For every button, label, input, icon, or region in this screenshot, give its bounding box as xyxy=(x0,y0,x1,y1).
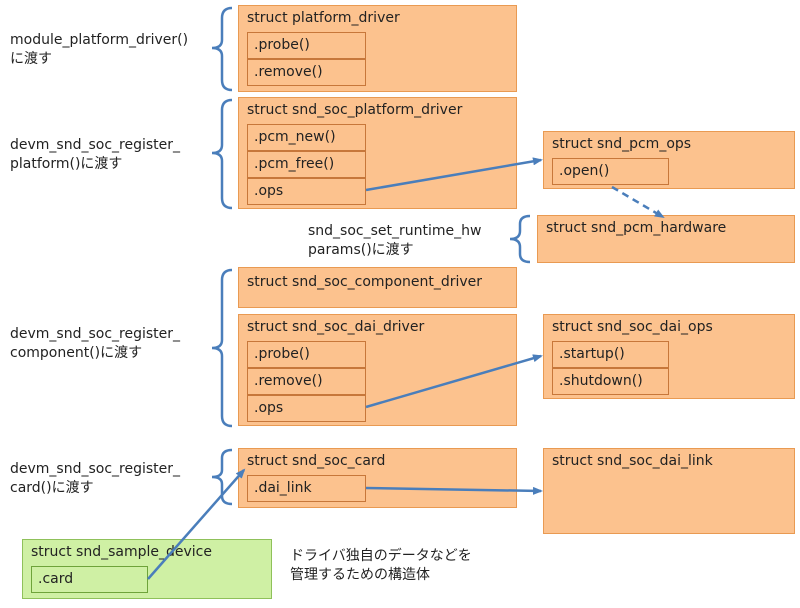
arrow-dai-ops-link xyxy=(365,354,543,409)
dai-link-box: struct snd_soc_dai_link xyxy=(543,448,795,534)
arrow-card-link xyxy=(147,468,246,580)
soc-card-box: struct snd_soc_card .dai_link xyxy=(238,448,517,508)
box-title: struct snd_soc_dai_driver xyxy=(247,319,425,335)
field-remove: .remove() xyxy=(247,59,366,86)
arrow-dai-link-link xyxy=(365,486,543,495)
bracket-runtime-hw xyxy=(509,214,531,264)
box-title: struct snd_pcm_ops xyxy=(552,136,692,152)
bracket-platform-driver xyxy=(211,6,233,92)
field-probe: .probe() xyxy=(247,32,366,59)
box-title: struct snd_soc_dai_link xyxy=(552,453,713,469)
box-title: struct snd_soc_component_driver xyxy=(247,274,483,290)
field-pcm-free: .pcm_free() xyxy=(247,151,366,178)
pcm-hardware-box: struct snd_pcm_hardware xyxy=(537,215,795,263)
pcm-ops-box: struct snd_pcm_ops .open() xyxy=(543,131,795,189)
field-card: .card xyxy=(31,566,148,593)
label-register-card: devm_snd_soc_register_ card()に渡す xyxy=(10,461,181,496)
field-pcm-new: .pcm_new() xyxy=(247,124,366,151)
box-title: struct platform_driver xyxy=(247,10,400,26)
soc-platform-driver-box: struct snd_soc_platform_driver .pcm_new(… xyxy=(238,97,517,209)
field-probe: .probe() xyxy=(247,341,366,368)
arrow-group xyxy=(147,157,665,580)
note-text: ドライバ独自のデータなどを 管理するための構造体 xyxy=(290,548,472,583)
platform-driver-box: struct platform_driver .probe() .remove(… xyxy=(238,5,517,92)
arrow-open-to-pcm-hardware xyxy=(611,185,665,219)
box-title: struct snd_pcm_hardware xyxy=(546,220,727,236)
dai-ops-box: struct snd_soc_dai_ops .startup() .shutd… xyxy=(543,314,795,399)
label-register-component: devm_snd_soc_register_ component()に渡す xyxy=(10,326,181,361)
component-driver-box: struct snd_soc_component_driver xyxy=(238,267,517,308)
field-ops: .ops xyxy=(247,395,366,422)
field-dai-link: .dai_link xyxy=(247,475,366,502)
arrow-ops-to-pcm-ops xyxy=(365,157,543,192)
field-shutdown: .shutdown() xyxy=(552,368,669,395)
bracket-register-card xyxy=(211,448,233,506)
field-remove: .remove() xyxy=(247,368,366,395)
field-ops: .ops xyxy=(247,178,366,205)
bracket-group xyxy=(211,6,531,506)
label-module-platform-driver: module_platform_driver() に渡す xyxy=(10,32,189,67)
bracket-register-platform xyxy=(211,98,233,210)
box-title: struct snd_soc_dai_ops xyxy=(552,319,713,335)
field-open: .open() xyxy=(552,158,669,185)
box-title: struct snd_soc_platform_driver xyxy=(247,102,463,118)
dai-driver-box: struct snd_soc_dai_driver .probe() .remo… xyxy=(238,314,517,426)
label-register-platform: devm_snd_soc_register_ platform()に渡す xyxy=(10,137,181,172)
bracket-register-component xyxy=(211,268,233,428)
box-title: struct snd_soc_card xyxy=(247,453,386,469)
label-runtime-hw: snd_soc_set_runtime_hw params()に渡す xyxy=(308,223,482,258)
field-startup: .startup() xyxy=(552,341,669,368)
